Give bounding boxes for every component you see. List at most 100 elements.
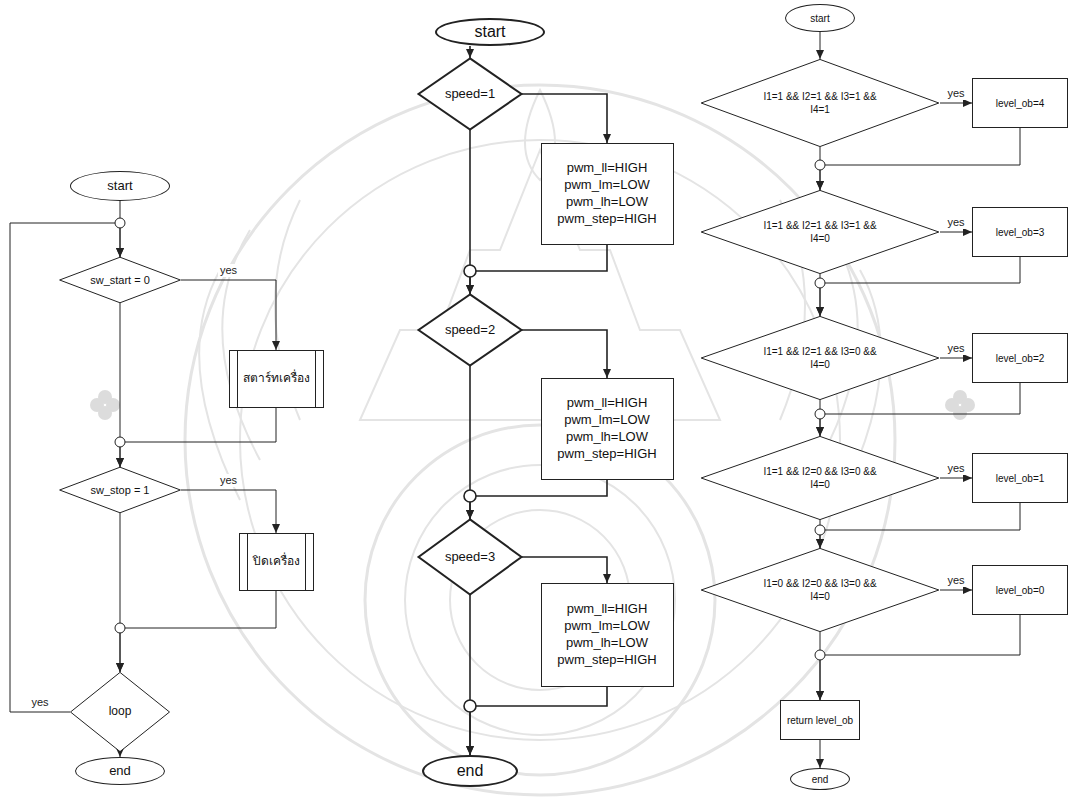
flow-connector — [820, 383, 1020, 436]
node-text: level_ob=0 — [996, 584, 1045, 597]
junction-circle — [815, 650, 825, 660]
process-box: pwm_ll=HIGHpwm_lm=LOWpwm_lh=LOWpwm_step=… — [541, 378, 674, 480]
flow-connector — [940, 103, 972, 104]
terminal-oval: start — [70, 171, 170, 201]
flow-connector — [181, 490, 276, 533]
decision-diamond: I1=1 && I2=1 && I3=1 && I4=1 — [700, 59, 940, 147]
flow-connector — [120, 513, 121, 672]
emblem-ring — [185, 85, 895, 795]
terminal-oval: start — [435, 18, 545, 46]
diamond-outline — [700, 190, 940, 274]
node-text: return level_ob — [787, 714, 853, 727]
process-box: level_ob=0 — [972, 565, 1068, 615]
junction-circle — [115, 437, 125, 447]
diamond-outline — [700, 59, 940, 147]
edge-label: yes — [945, 574, 966, 587]
flow-connector — [470, 480, 607, 519]
edge-label: yes — [29, 696, 50, 709]
flow-connector — [522, 330, 607, 378]
predefined-process-box: ปิดเครื่อง — [239, 533, 314, 591]
junction-circle — [115, 218, 125, 228]
flow-connector — [820, 503, 1020, 548]
decision-diamond: speed=3 — [418, 519, 522, 595]
node-text: start — [474, 22, 505, 43]
node-text: I1=1 && I2=0 && I3=0 && I4=0 — [755, 465, 885, 491]
node-text: sw_start = 0 — [90, 273, 150, 287]
flow-connector — [469, 595, 471, 755]
flower-ornament — [90, 390, 975, 420]
predefined-side-bar — [237, 351, 238, 407]
flow-connector — [940, 358, 972, 359]
flow-connector — [470, 245, 607, 294]
flow-connector — [820, 257, 1020, 316]
seal-ring — [405, 465, 675, 735]
node-text: pwm_lm=LOW — [564, 412, 650, 429]
decision-diamond: I1=1 && I2=0 && I3=0 && I4=0 — [700, 436, 940, 520]
process-box: level_ob=1 — [972, 453, 1068, 503]
decision-diamond: speed=1 — [418, 58, 522, 130]
terminal-oval: end — [790, 768, 850, 790]
process-box: return level_ob — [780, 700, 860, 740]
node-text: I1=1 && I2=1 && I3=1 && I4=1 — [755, 90, 885, 116]
flow-connector — [522, 94, 607, 143]
junction-circle — [815, 525, 825, 535]
decision-diamond: loop — [70, 672, 170, 752]
flow-connector — [181, 280, 276, 350]
flow-connector — [120, 408, 276, 467]
node-text: sw_stop = 1 — [90, 483, 149, 497]
junction-circle — [815, 409, 825, 419]
node-text: pwm_lm=LOW — [564, 177, 650, 194]
node-text: speed=2 — [445, 322, 495, 339]
node-text: I1=1 && I2=1 && I3=1 && I4=0 — [755, 219, 885, 245]
junction-circle — [464, 265, 476, 277]
flow-connector — [940, 478, 972, 479]
edge-label: yes — [945, 216, 966, 229]
flow-connector — [820, 128, 1020, 190]
terminal-oval: end — [75, 757, 165, 785]
terminal-oval: start — [785, 4, 855, 32]
process-box: level_ob=3 — [972, 207, 1068, 257]
flow-connector — [820, 32, 821, 59]
flow-connector — [940, 232, 972, 233]
node-text: I1=0 && I2=0 && I3=0 && I4=0 — [755, 577, 885, 603]
node-text: level_ob=2 — [996, 352, 1045, 365]
edge-label: yes — [218, 264, 239, 277]
predefined-side-bar — [315, 351, 316, 407]
predefined-side-bar — [305, 534, 306, 590]
flow-connector — [820, 632, 821, 700]
node-text: pwm_lh=LOW — [566, 194, 648, 211]
edge-label: yes — [945, 87, 966, 100]
decision-diamond: I1=1 && I2=1 && I3=0 && I4=0 — [700, 316, 940, 400]
node-text: end — [457, 761, 484, 782]
node-text: level_ob=3 — [996, 226, 1045, 239]
node-text: สตาร์ทเครื่อง — [243, 371, 310, 387]
junction-circle — [815, 160, 825, 170]
node-text: loop — [109, 704, 132, 720]
node-text: speed=3 — [445, 549, 495, 566]
junction-circle — [115, 623, 125, 633]
process-box: level_ob=4 — [972, 78, 1068, 128]
edge-label: yes — [945, 462, 966, 475]
node-text: end — [109, 763, 131, 780]
node-text: pwm_step=HIGH — [557, 446, 656, 463]
predefined-process-box: สตาร์ทเครื่อง — [229, 350, 324, 408]
node-text: I1=1 && I2=1 && I3=0 && I4=0 — [755, 345, 885, 371]
diamond-outline — [700, 548, 940, 632]
flow-connector — [940, 590, 972, 591]
node-text: start — [107, 178, 132, 195]
junction-circle — [464, 700, 476, 712]
node-text: pwm_ll=HIGH — [567, 160, 648, 177]
flow-connector — [820, 740, 821, 768]
diamond-outline — [700, 436, 940, 520]
decision-diamond: I1=0 && I2=0 && I3=0 && I4=0 — [700, 548, 940, 632]
decision-diamond: sw_start = 0 — [59, 257, 181, 303]
flow-connector — [470, 687, 607, 755]
node-text: pwm_ll=HIGH — [567, 395, 648, 412]
node-text: speed=1 — [445, 86, 495, 103]
flow-connector — [522, 557, 607, 583]
diamond-outline — [700, 316, 940, 400]
decision-diamond: I1=1 && I2=1 && I3=1 && I4=0 — [700, 190, 940, 274]
node-text: level_ob=4 — [996, 97, 1045, 110]
